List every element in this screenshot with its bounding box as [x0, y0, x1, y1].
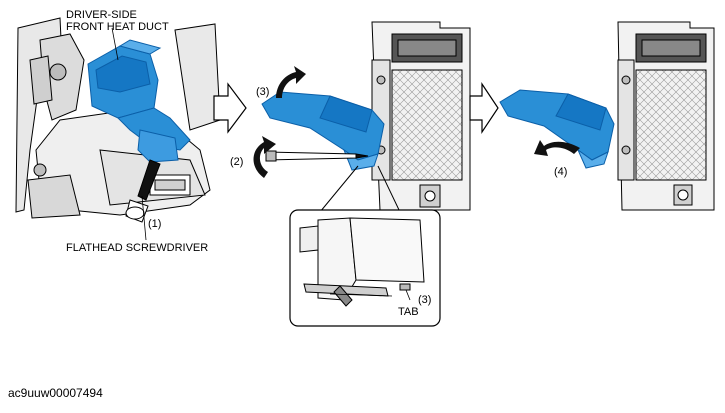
step-4-label: (4)	[554, 166, 568, 178]
leader-screwdriver	[141, 195, 147, 241]
step-3-tab-label: (3)	[418, 294, 432, 306]
curved-arrow-4-icon	[534, 140, 580, 156]
removed-duct-panel-2	[261, 91, 385, 171]
hollow-right-arrow-2-icon	[469, 82, 499, 134]
duct-label-line2: FRONT HEAT DUCT	[66, 21, 169, 33]
driver-side-front-heat-duct	[87, 39, 191, 163]
step-2-label: (2)	[230, 156, 244, 168]
hollow-right-arrow-icon	[213, 82, 247, 134]
callout-leader-left	[319, 165, 359, 213]
curved-arrow-3-icon	[276, 66, 306, 98]
leader-duct	[111, 27, 119, 61]
tab-label: TAB	[398, 306, 419, 318]
figure-code: ac9uuw00007494	[8, 386, 103, 400]
screwdriver-label: FLATHEAD SCREWDRIVER	[66, 242, 209, 254]
flathead-screwdriver-2	[265, 150, 369, 162]
step-3-label: (3)	[256, 86, 270, 98]
panel-3-heater-unit	[617, 21, 715, 211]
duct-label-line1: DRIVER-SIDE	[66, 9, 137, 21]
curved-arrow-2-icon	[253, 136, 276, 178]
callout-leader-right	[377, 165, 401, 213]
panel-2-heater-unit	[371, 21, 471, 211]
tab-detail-drawing	[299, 217, 425, 307]
step-1-label: (1)	[148, 218, 162, 230]
removed-duct-panel-3	[499, 89, 615, 169]
leader-tab	[405, 289, 411, 301]
